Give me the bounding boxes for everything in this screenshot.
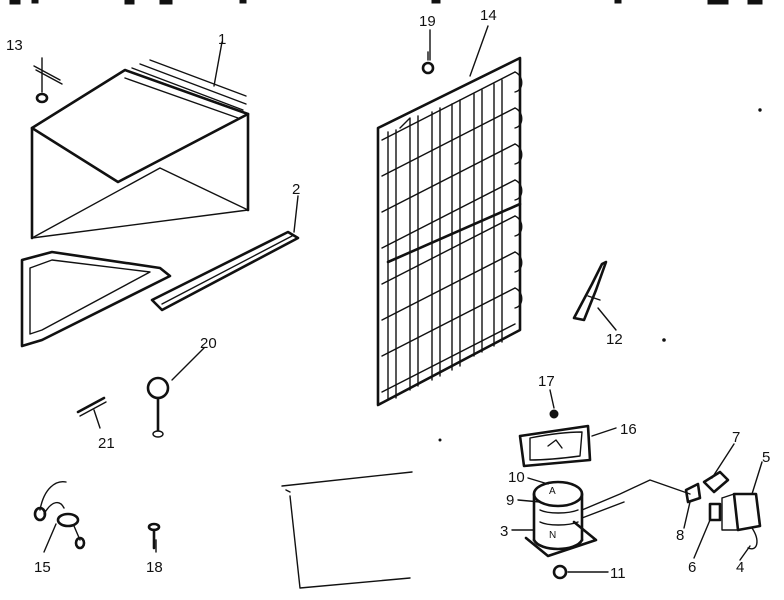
callout-16: 16 xyxy=(620,421,637,438)
scan-artifacts xyxy=(9,0,763,5)
evaporator-coil-part xyxy=(376,56,523,407)
relay-overload-group xyxy=(684,470,762,550)
grommet-part xyxy=(146,376,170,438)
callout-17: 17 xyxy=(538,373,555,390)
callout-21: 21 xyxy=(98,435,115,452)
callout-7: 7 xyxy=(732,429,740,446)
svg-text:N: N xyxy=(549,530,556,541)
wire-harness-part xyxy=(33,481,86,550)
callout-1: 1 xyxy=(218,31,226,48)
callout-11: 11 xyxy=(610,565,626,582)
cabinet-liner-part xyxy=(20,59,250,348)
callout-5: 5 xyxy=(762,449,770,466)
screw-part-17 xyxy=(549,409,559,419)
callout-18: 18 xyxy=(146,559,163,576)
thermostat-clip-part xyxy=(572,260,608,322)
callout-13: 13 xyxy=(6,37,23,54)
literature-sheet xyxy=(281,471,413,589)
callout-15: 15 xyxy=(34,559,51,576)
callout-labels: 1 13 2 19 14 12 20 21 15 18 17 16 10 9 3… xyxy=(6,7,770,582)
clip-part-21 xyxy=(76,396,107,417)
callout-19: 19 xyxy=(419,13,436,30)
grommet-part-11 xyxy=(552,564,568,580)
callout-10: 10 xyxy=(508,469,525,486)
scan-specks xyxy=(438,108,762,442)
callout-14: 14 xyxy=(480,7,497,24)
callout-9: 9 xyxy=(506,492,514,509)
callout-20: 20 xyxy=(200,335,217,352)
fastener-part-19 xyxy=(421,51,435,75)
breaker-strip-part xyxy=(150,230,300,312)
leader-lines xyxy=(41,25,763,573)
screw-part-13 xyxy=(33,65,63,104)
callout-8: 8 xyxy=(676,527,684,544)
svg-text:A: A xyxy=(549,486,556,497)
callout-2: 2 xyxy=(292,181,300,198)
screw-part-18 xyxy=(147,522,161,550)
callout-4: 4 xyxy=(736,559,744,576)
compressor-part: A N xyxy=(524,479,691,558)
compressor-base-plate xyxy=(518,424,592,468)
callout-6: 6 xyxy=(688,559,696,576)
callout-12: 12 xyxy=(606,331,623,348)
callout-3: 3 xyxy=(500,523,508,540)
